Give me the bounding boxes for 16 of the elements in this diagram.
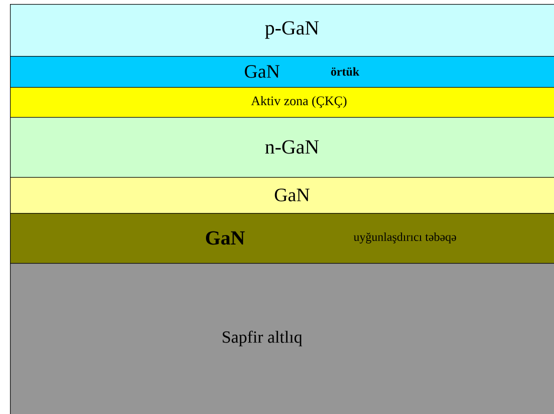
layer-band: [10, 263, 554, 414]
layer-band: [10, 176, 554, 214]
layer-label: Sapfir altlıq: [222, 330, 302, 346]
layer-label: uyğunlaşdırıcı təbəqə: [354, 232, 456, 244]
layer-label: Aktiv zona (ÇKÇ): [251, 96, 346, 108]
layer-label: p-GaN: [265, 21, 319, 39]
layer-band: [10, 56, 554, 88]
layer-band: [10, 117, 554, 178]
layer-label: GaN: [244, 65, 280, 78]
layer-band: [10, 4, 554, 57]
layer-label: GaN: [206, 231, 245, 245]
layer-label: örtük: [331, 67, 360, 76]
layer-band: [10, 87, 554, 118]
layer-band: [10, 212, 554, 264]
layer-label: n-GaN: [265, 140, 319, 154]
layer-label: GaN: [274, 188, 310, 202]
